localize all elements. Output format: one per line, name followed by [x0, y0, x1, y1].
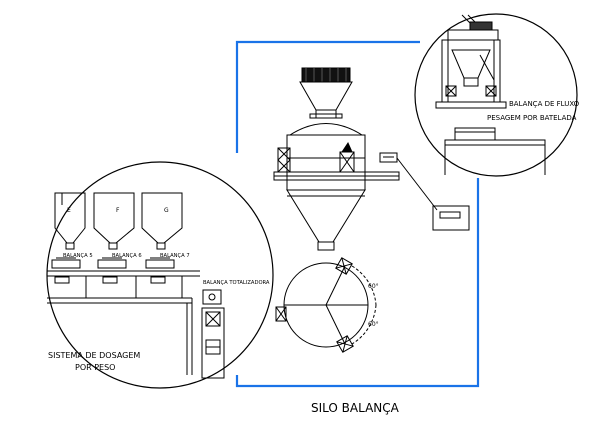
hopper-label-e: E	[67, 207, 71, 214]
plan-load-cell-bottom	[336, 335, 354, 353]
hopper-label-f: F	[116, 207, 120, 214]
silo-elevation	[273, 67, 400, 251]
totalizer-scale-label: BALANÇA TOTALIZADORA	[203, 280, 270, 286]
main-title: SILO BALANÇA	[311, 401, 400, 415]
plan-load-cell-left	[275, 306, 287, 322]
silo-plan-view	[275, 257, 377, 353]
blue-frame	[235, 40, 480, 388]
dosing-caption-line2: POR PESO	[75, 363, 115, 372]
plan-load-cell-top	[335, 257, 353, 275]
hopper-label-g: G	[164, 207, 169, 214]
flow-scale-caption-line2: PESAGEM POR BATELADA	[487, 114, 577, 122]
dosing-caption-line1: SISTEMA DE DOSAGEM	[48, 351, 140, 360]
flow-scale-detail: BALANÇA DE FLUXO PESAGEM POR BATELADA	[414, 13, 580, 177]
flow-scale-caption-line1: BALANÇA DE FLUXO	[509, 100, 580, 108]
angle-label-2: 60°	[368, 321, 379, 328]
scale-label-6: BALANÇA 6	[112, 253, 142, 259]
dosing-system-detail: E F G BALANÇA 5 BALANÇA 6 BALANÇA 7 BALA…	[46, 161, 274, 389]
angle-label-1: 60°	[368, 283, 379, 290]
scale-label-7: BALANÇA 7	[160, 253, 190, 259]
weight-transmitter	[379, 152, 470, 231]
scale-label-5: BALANÇA 5	[63, 253, 93, 259]
